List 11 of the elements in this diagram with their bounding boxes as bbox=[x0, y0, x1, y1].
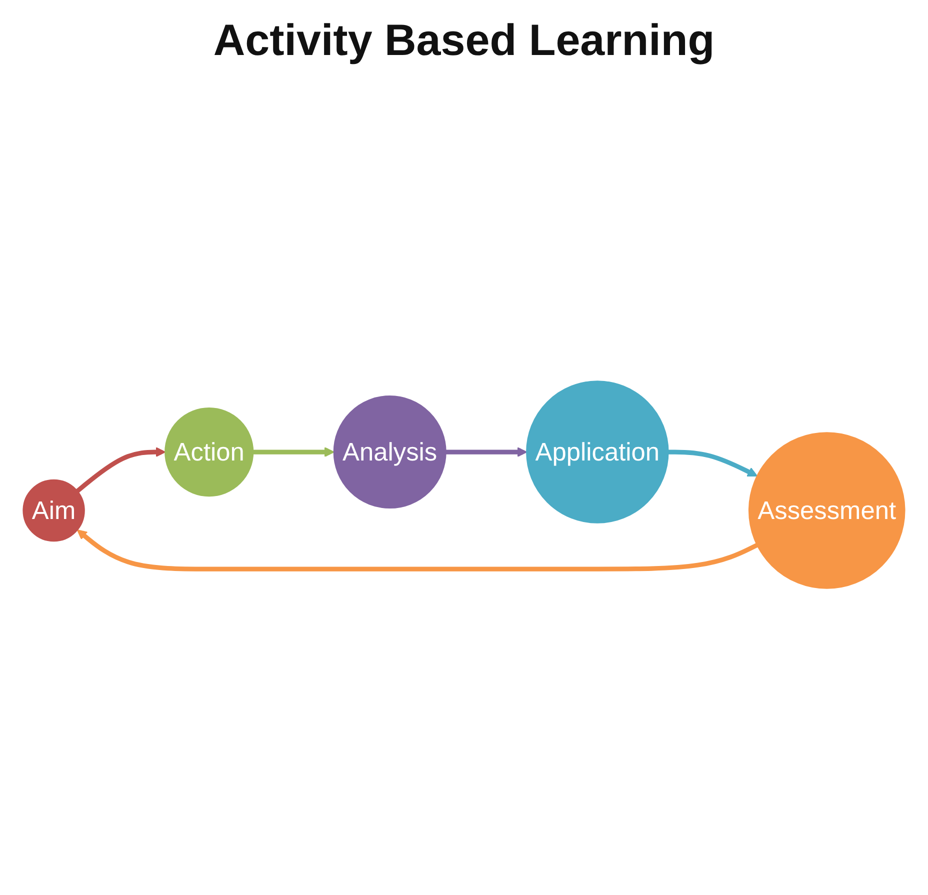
node-circle: Assessment bbox=[748, 432, 906, 589]
node-circle: Application bbox=[526, 380, 669, 524]
node-circle: Analysis bbox=[333, 395, 446, 508]
arrow bbox=[446, 446, 528, 457]
node-circle: Aim bbox=[22, 479, 85, 542]
arrow bbox=[668, 449, 758, 476]
node-circle: Action bbox=[164, 407, 254, 496]
diagram-title: Activity Based Learning bbox=[213, 16, 715, 66]
arrow bbox=[76, 446, 166, 493]
arrow bbox=[253, 446, 334, 457]
arrow bbox=[76, 529, 758, 572]
